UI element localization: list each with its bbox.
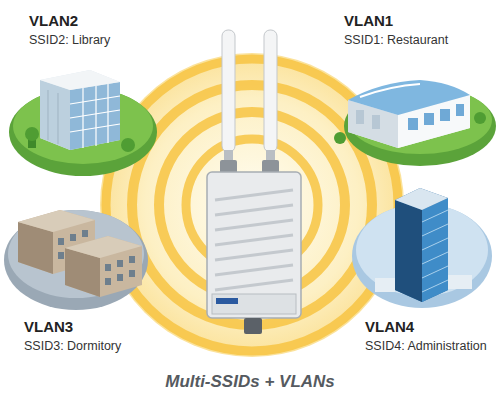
ssid-label: SSID1: Restaurant [344, 32, 448, 48]
building-zone: VLAN1SSID1: Restaurant [328, 8, 498, 168]
administration-building [375, 188, 472, 302]
vlan-label: VLAN1 [344, 12, 393, 30]
ssid-label: SSID4: Administration [365, 338, 487, 354]
ssid-label: SSID3: Dormitory [24, 338, 121, 354]
access-point [207, 30, 301, 334]
vlan-label: VLAN4 [365, 318, 414, 336]
building-zone: VLAN4SSID4: Administration [350, 186, 500, 366]
zone-ellipse [328, 8, 498, 168]
library-building [25, 70, 135, 152]
building-zone: VLAN3SSID3: Dormitory [0, 190, 175, 365]
diagram-caption: Multi-SSIDs + VLANs [0, 372, 500, 392]
ssid-label: SSID2: Library [29, 32, 110, 48]
vlan-label: VLAN2 [29, 12, 78, 30]
zone-ellipse [0, 190, 175, 365]
building-zone: VLAN2SSID2: Library [5, 8, 165, 178]
restaurant-building [334, 80, 486, 148]
vlan-label: VLAN3 [24, 318, 73, 336]
dormitory-building [18, 210, 142, 297]
